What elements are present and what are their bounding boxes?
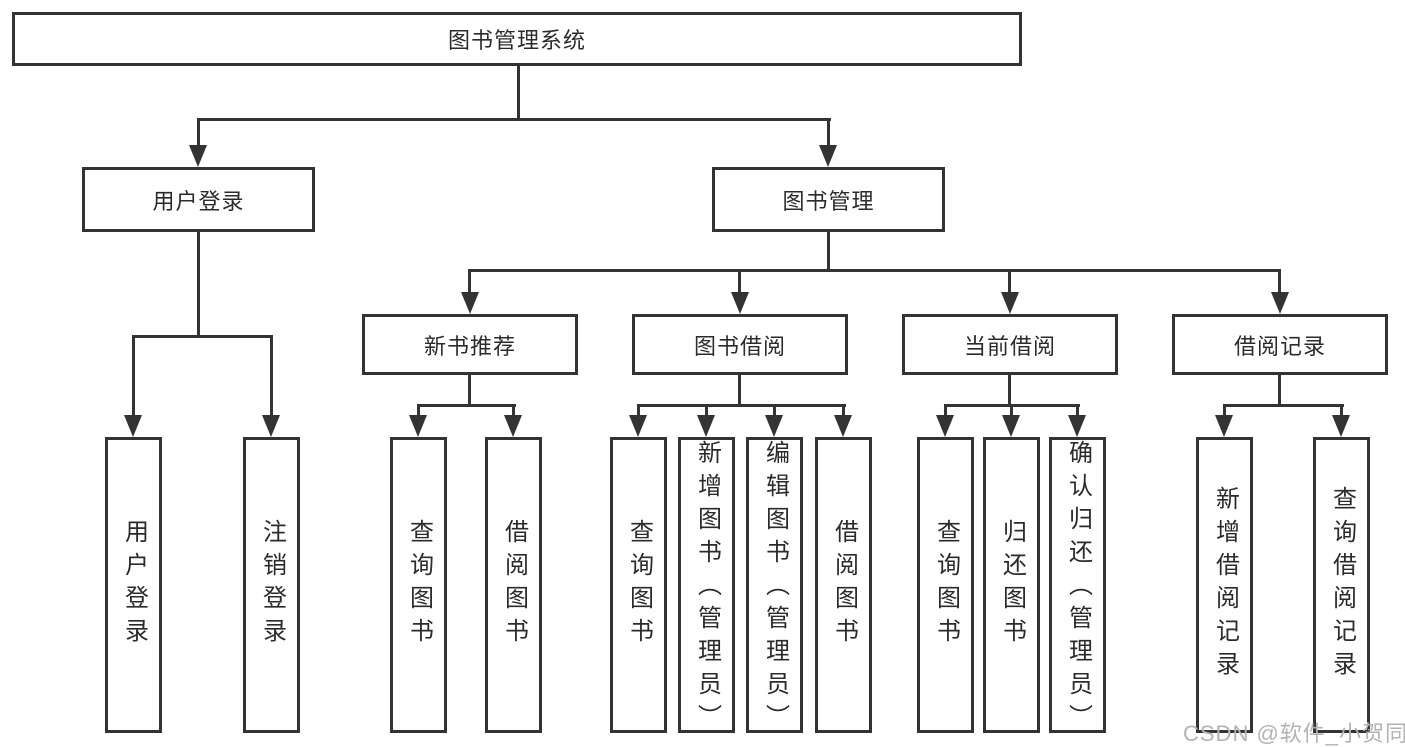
arrow-down-icon — [765, 415, 783, 437]
arrow-down-icon — [504, 415, 522, 437]
leaf-borrow-books-borrowing: 借阅图书 — [815, 437, 872, 733]
connector-drop-leaf — [637, 404, 640, 417]
arrow-down-icon — [189, 145, 207, 167]
connector-drop-leaf — [1340, 404, 1343, 417]
node-label: 查询借阅记录 — [1328, 486, 1356, 684]
arrow-down-icon — [936, 415, 954, 437]
arrow-down-icon — [1068, 415, 1086, 437]
leaf-add-borrow-record: 新增借阅记录 — [1196, 437, 1253, 733]
leaf-query-books-recommend: 查询图书 — [390, 437, 447, 733]
connector-drop-leaf — [1076, 404, 1079, 417]
node-library-management-system: 图书管理系统 — [12, 12, 1022, 66]
node-label: 图书借阅 — [693, 333, 786, 359]
connector-drop-leaf — [773, 404, 776, 417]
connector-group-branch — [417, 404, 516, 407]
node-label: 借阅图书 — [830, 519, 858, 651]
connector-group-stem — [738, 375, 741, 406]
node-label: 查询图书 — [625, 519, 653, 651]
node-label: 图书管理系统 — [447, 28, 586, 53]
node-book-management: 图书管理 — [712, 167, 945, 232]
leaf-query-books-current: 查询图书 — [917, 437, 974, 733]
arrow-down-icon — [629, 415, 647, 437]
arrow-down-icon — [819, 145, 837, 167]
node-label: 用户登录 — [152, 188, 245, 214]
connector-drop-leaf — [1010, 404, 1013, 417]
arrow-down-icon — [1002, 415, 1020, 437]
node-label: 新增借阅记录 — [1211, 486, 1239, 684]
arrow-down-icon — [1215, 415, 1233, 437]
csdn-watermark: CSDN @软件_小贺同学 — [1183, 721, 1405, 746]
connector-drop-leaf — [944, 404, 947, 417]
connector-drop-borrowing-records — [1278, 269, 1281, 292]
leaf-return-books: 归还图书 — [983, 437, 1040, 733]
connector-book-management-branch — [468, 269, 1281, 272]
connector-drop-book-borrowing — [738, 269, 741, 292]
connector-drop-user-login — [197, 118, 200, 147]
node-label: 编辑图书（管理员） — [761, 440, 789, 737]
node-label: 归还图书 — [998, 519, 1026, 651]
connector-drop-leaf — [842, 404, 845, 417]
node-label: 当前借阅 — [963, 333, 1056, 359]
leaf-borrow-books-recommend: 借阅图书 — [485, 437, 542, 733]
node-label: 用户登录 — [120, 519, 148, 651]
connector-root-branch — [197, 118, 831, 121]
node-book-borrowing: 图书借阅 — [632, 314, 848, 375]
arrow-down-icon — [461, 292, 479, 314]
leaf-confirm-return-admin: 确认归还（管理员） — [1049, 437, 1106, 737]
connector-drop-current-borrowing — [1008, 269, 1011, 292]
node-label: 借阅记录 — [1233, 333, 1326, 359]
leaf-logout: 注销登录 — [243, 437, 300, 733]
arrow-down-icon — [1332, 415, 1350, 437]
connector-user-login-branch — [132, 335, 273, 338]
leaf-edit-books-admin: 编辑图书（管理员） — [746, 437, 803, 737]
connector-root-stem — [517, 66, 520, 118]
arrow-down-icon — [124, 415, 142, 437]
leaf-query-books-borrowing: 查询图书 — [610, 437, 667, 733]
arrow-down-icon — [262, 415, 280, 437]
node-borrowing-records: 借阅记录 — [1172, 314, 1388, 375]
node-current-borrowing: 当前借阅 — [902, 314, 1118, 375]
connector-group-stem — [1278, 375, 1281, 406]
node-label: 新增图书（管理员） — [693, 440, 721, 737]
connector-drop-leaf — [512, 404, 515, 417]
connector-group-branch — [1223, 404, 1344, 407]
arrow-down-icon — [834, 415, 852, 437]
connector-user-login-stem — [197, 232, 200, 335]
connector-group-stem — [468, 375, 471, 406]
arrow-down-icon — [409, 415, 427, 437]
leaf-user-login: 用户登录 — [105, 437, 162, 733]
connector-drop-leaf — [132, 335, 135, 415]
connector-group-stem — [1008, 375, 1011, 406]
node-label: 图书管理 — [782, 188, 875, 214]
connector-drop-leaf — [417, 404, 420, 417]
node-label: 注销登录 — [258, 519, 286, 651]
connector-drop-leaf — [705, 404, 708, 417]
node-label: 新书推荐 — [423, 333, 516, 359]
arrow-down-icon — [1271, 292, 1289, 314]
connector-drop-leaf — [1223, 404, 1226, 417]
arrow-down-icon — [731, 292, 749, 314]
node-label: 借阅图书 — [500, 519, 528, 651]
leaf-query-borrow-record: 查询借阅记录 — [1313, 437, 1370, 733]
arrow-down-icon — [1001, 292, 1019, 314]
node-label: 查询图书 — [932, 519, 960, 651]
node-label: 确认归还（管理员） — [1064, 440, 1092, 737]
node-new-book-recommendation: 新书推荐 — [362, 314, 578, 375]
node-user-login: 用户登录 — [82, 167, 315, 232]
node-label: 查询图书 — [405, 519, 433, 651]
connector-book-management-stem — [827, 232, 830, 272]
connector-group-branch — [637, 404, 846, 407]
arrow-down-icon — [697, 415, 715, 437]
connector-drop-new-book — [468, 269, 471, 292]
leaf-add-books-admin: 新增图书（管理员） — [678, 437, 735, 737]
connector-drop-book-management — [827, 118, 830, 147]
connector-drop-leaf — [270, 335, 273, 415]
